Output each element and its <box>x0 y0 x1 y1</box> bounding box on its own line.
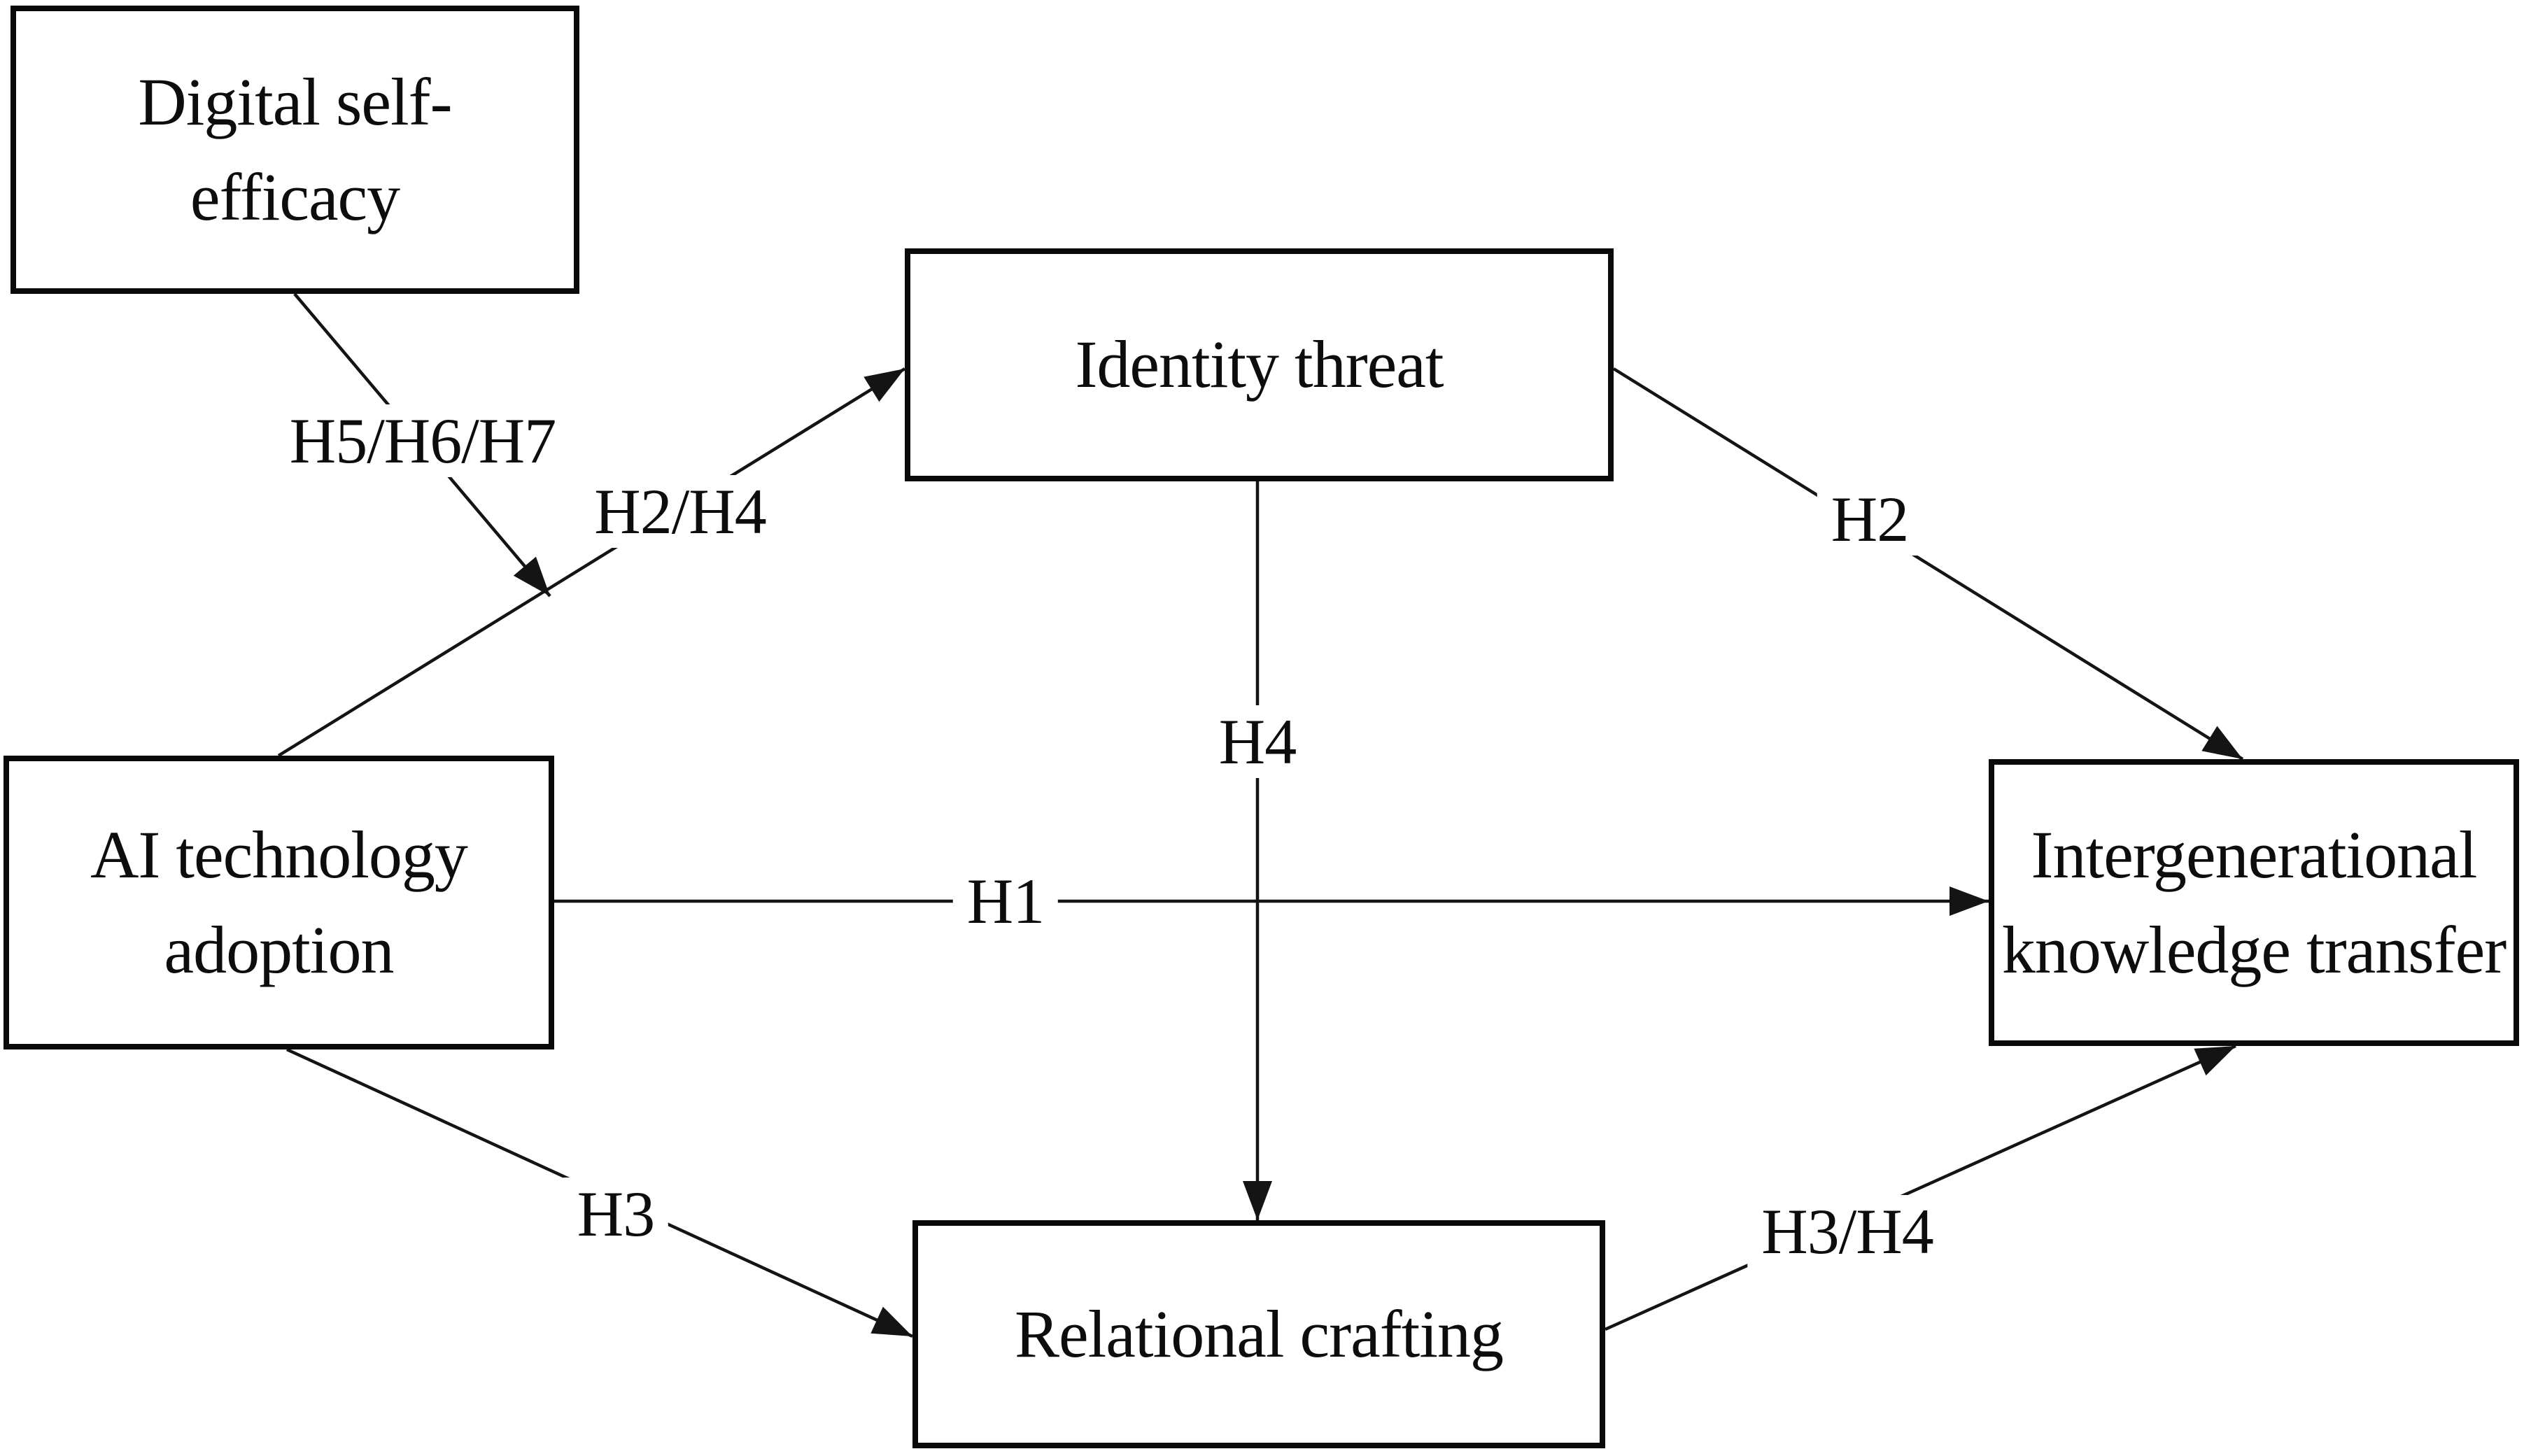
node-label-line: adoption <box>164 912 395 987</box>
edge-h2-arrow <box>1612 367 2244 761</box>
edge-label-h2-h4: H2/H4 <box>580 475 780 548</box>
node-identity-threat: Identity threat <box>905 248 1614 481</box>
edge-label-h2: H2 <box>1817 483 1923 556</box>
node-ai-technology-adoption: AI technology adoption <box>3 756 554 1049</box>
edge-label-h3: H3 <box>563 1178 669 1250</box>
node-label-line: Identity threat <box>1075 327 1444 402</box>
node-label-line: Relational crafting <box>1014 1296 1504 1371</box>
node-relational-crafting: Relational crafting <box>912 1220 1605 1448</box>
edge-h3-h4-arrow <box>1605 1044 2236 1331</box>
node-label-line: Intergenerational <box>2031 817 2478 892</box>
node-label-line: efficacy <box>190 160 400 234</box>
edge-label-h5-h6-h7: H5/H6/H7 <box>275 404 570 477</box>
edge-label-h1: H1 <box>952 865 1059 938</box>
edge-label-h4: H4 <box>1204 705 1311 778</box>
node-digital-self-efficacy: Digital self- efficacy <box>10 6 579 294</box>
edge-h2-h4-arrow <box>277 367 906 757</box>
node-label-line: AI technology <box>90 817 468 892</box>
edge-label-h3-h4: H3/H4 <box>1747 1195 1947 1268</box>
node-label-line: Digital self- <box>138 64 452 139</box>
node-intergenerational-knowledge-transfer: Intergenerational knowledge transfer <box>1989 759 2519 1046</box>
node-label-line: knowledge transfer <box>2001 912 2507 987</box>
